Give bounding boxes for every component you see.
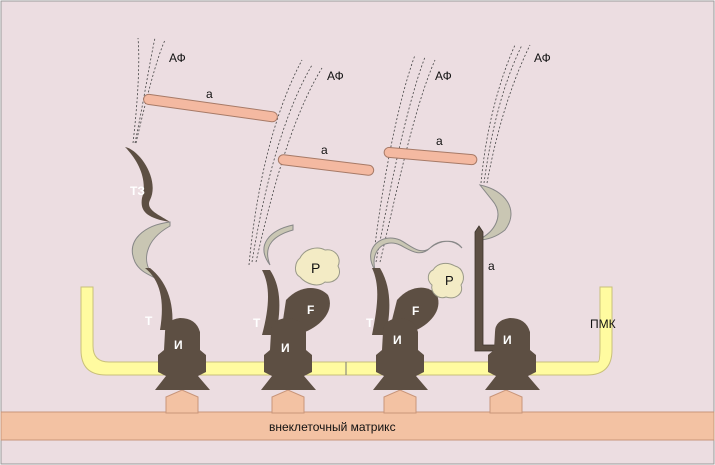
talin-hook-2 (263, 224, 294, 266)
adhesion-unit-1 (125, 147, 210, 390)
label-integrin-4: И (503, 333, 512, 347)
paxillin-blob-2 (295, 247, 340, 286)
label-actin-1: а (206, 87, 213, 101)
integrin-2 (261, 318, 316, 390)
label-af-1: АФ (169, 51, 186, 65)
talin-hook-1 (132, 221, 171, 279)
label-membrane: ПМК (590, 317, 616, 331)
label-talin-long: ТЗ (130, 184, 145, 198)
talin-stem-1 (145, 268, 173, 330)
integrin-1 (155, 318, 210, 390)
label-af-3: АФ (435, 69, 452, 83)
label-talin-2: Т (253, 316, 261, 330)
ecm-bumps (165, 389, 523, 414)
label-integrin-2: И (281, 341, 290, 355)
actin-rods (143, 93, 478, 176)
label-fak-2: F (307, 303, 314, 317)
label-af-2: АФ (327, 69, 344, 83)
label-fak-3: F (412, 304, 419, 318)
label-actin-2: а (321, 143, 328, 157)
label-ecm: внеклеточный матрикс (269, 420, 396, 434)
talin-stem-3 (372, 268, 390, 335)
label-paxillin-3: Р (445, 273, 454, 288)
label-talin-1: Т (145, 314, 153, 328)
talin-stem-2 (262, 270, 280, 335)
labels: АФ АФ АФ АФ а а а а ТЗ Т Т Т F F Р Р И И… (130, 51, 616, 434)
talin-rod-1 (125, 147, 170, 222)
label-integrin-3: И (393, 333, 402, 347)
label-af-4: АФ (534, 51, 551, 65)
label-actin-3: а (436, 134, 443, 148)
label-paxillin-2: Р (311, 260, 320, 276)
paxillin-blob-3 (427, 262, 464, 299)
talin-arch-3 (370, 237, 463, 271)
integrin-4 (485, 318, 540, 390)
ecm-band (0, 411, 715, 441)
actin-stalk-4 (474, 225, 501, 352)
label-talin-3: Т (366, 316, 374, 330)
adhesion-unit-3 (370, 237, 464, 390)
integrin-3 (373, 318, 428, 390)
adhesion-unit-2 (261, 224, 340, 390)
plasma-membrane (80, 286, 613, 376)
adhesion-unit-4 (474, 184, 540, 390)
label-integrin-1: И (174, 338, 183, 352)
label-actin-4: а (488, 259, 495, 273)
